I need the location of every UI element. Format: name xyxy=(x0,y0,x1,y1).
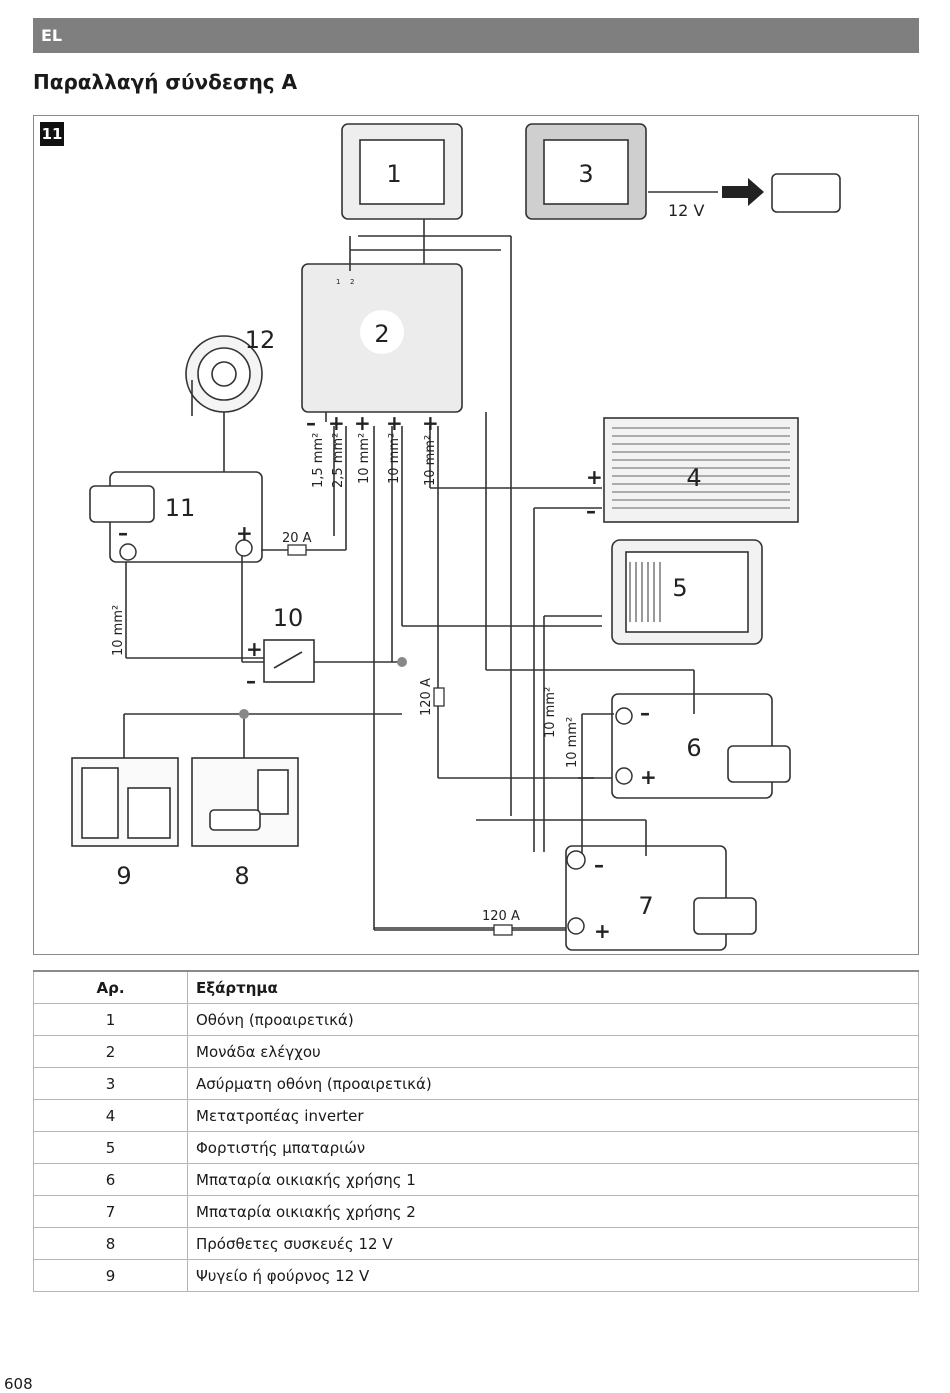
battery6-minus: – xyxy=(640,701,650,725)
switch-minus: – xyxy=(246,669,256,693)
voltage-label: 12 V xyxy=(668,201,704,220)
wire-10mm-c-label: 10 mm² xyxy=(423,435,438,486)
row-component: Μονάδα ελέγχου xyxy=(187,1035,919,1068)
header-component: Εξάρτημα xyxy=(187,970,919,1004)
language-code: EL xyxy=(41,26,63,45)
page-number: 608 xyxy=(4,1375,33,1393)
label-12: 12 xyxy=(245,326,276,354)
sensor-label-1: 1 xyxy=(336,278,340,286)
table-header-row: Αρ. Εξάρτημα xyxy=(33,970,919,1004)
row-number: 7 xyxy=(33,1195,188,1228)
battery6-plus: + xyxy=(640,765,657,789)
label-1: 1 xyxy=(386,160,401,188)
cu-plus-2: + xyxy=(354,411,371,435)
inverter-minus: – xyxy=(586,499,596,523)
cu-plus-3: + xyxy=(386,411,403,435)
inverter-plus: + xyxy=(586,465,603,489)
page-title: Παραλλαγή σύνδεσης A xyxy=(33,70,298,94)
label-10: 10 xyxy=(273,604,304,632)
row-component: Μπαταρία οικιακής χρήσης 2 xyxy=(187,1195,919,1228)
starter-plus: + xyxy=(236,521,253,545)
fuse-120a-bottom-label: 120 A xyxy=(482,909,520,924)
wire-10mm-a-label: 10 mm² xyxy=(357,433,372,484)
inverter-4 xyxy=(603,417,799,523)
sensor-label-2: 2 xyxy=(350,278,354,286)
label-3: 3 xyxy=(578,160,593,188)
label-6: 6 xyxy=(686,734,701,762)
wire-10mm-d-label: 10 mm² xyxy=(543,687,558,738)
label-2: 2 xyxy=(374,320,389,348)
fuse-120a-top-label: 120 A xyxy=(419,678,434,716)
label-4: 4 xyxy=(686,464,701,492)
cu-plus-4: + xyxy=(422,411,439,435)
vehicle-icon-top xyxy=(771,173,841,213)
cu-minus: – xyxy=(306,411,316,435)
switch-10 xyxy=(263,639,315,683)
row-number: 1 xyxy=(33,1003,188,1036)
row-number: 3 xyxy=(33,1067,188,1100)
battery7-plus: + xyxy=(594,919,611,943)
wire-10mm-b-label: 10 mm² xyxy=(387,433,402,484)
fuse-120a-top xyxy=(433,687,445,707)
row-component: Οθόνη (προαιρετικά) xyxy=(187,1003,919,1036)
row-number: 8 xyxy=(33,1227,188,1260)
label-8: 8 xyxy=(234,862,249,890)
language-header-bar: EL xyxy=(33,18,919,53)
row-component: Πρόσθετες συσκευές 12 V xyxy=(187,1227,919,1260)
wire-1-5mm-label: 1,5 mm² xyxy=(311,433,326,488)
label-7: 7 xyxy=(638,892,653,920)
wire-10mm-f-label: 10 mm² xyxy=(111,605,126,656)
switch-plus: + xyxy=(246,637,263,661)
row-component: Μπαταρία οικιακής χρήσης 1 xyxy=(187,1163,919,1196)
label-5: 5 xyxy=(672,574,687,602)
row-component: Μετατροπέας inverter xyxy=(187,1099,919,1132)
row-number: 5 xyxy=(33,1131,188,1164)
row-number: 9 xyxy=(33,1259,188,1292)
wiring-diagram: 1 3 2 4 5 6 7 8 9 10 11 12 12 V 20 A 120… xyxy=(33,115,919,955)
wire-2-5mm-label: 2,5 mm² xyxy=(331,433,346,488)
row-number: 4 xyxy=(33,1099,188,1132)
header-number: Αρ. xyxy=(33,970,188,1004)
battery7-minus: – xyxy=(594,853,604,877)
wire-10mm-e-label: 10 mm² xyxy=(565,717,580,768)
row-component: Φορτιστής μπαταριών xyxy=(187,1131,919,1164)
row-number: 2 xyxy=(33,1035,188,1068)
starter-minus: – xyxy=(118,521,128,545)
wiring-diagram-svg: 1 3 2 4 5 6 7 8 9 10 11 12 12 V 20 A 120… xyxy=(71,123,841,951)
figure-number: 11 xyxy=(40,122,64,146)
cu-plus-1: + xyxy=(328,411,345,435)
row-component: Ασύρματη οθόνη (προαιρετικά) xyxy=(187,1067,919,1100)
fuse-20a-label: 20 A xyxy=(282,531,312,546)
row-number: 6 xyxy=(33,1163,188,1196)
fuse-20a xyxy=(287,544,307,556)
label-9: 9 xyxy=(116,862,131,890)
fuse-120a-bottom xyxy=(493,924,513,936)
row-component: Ψυγείο ή φούρνος 12 V xyxy=(187,1259,919,1292)
label-11: 11 xyxy=(165,494,196,522)
